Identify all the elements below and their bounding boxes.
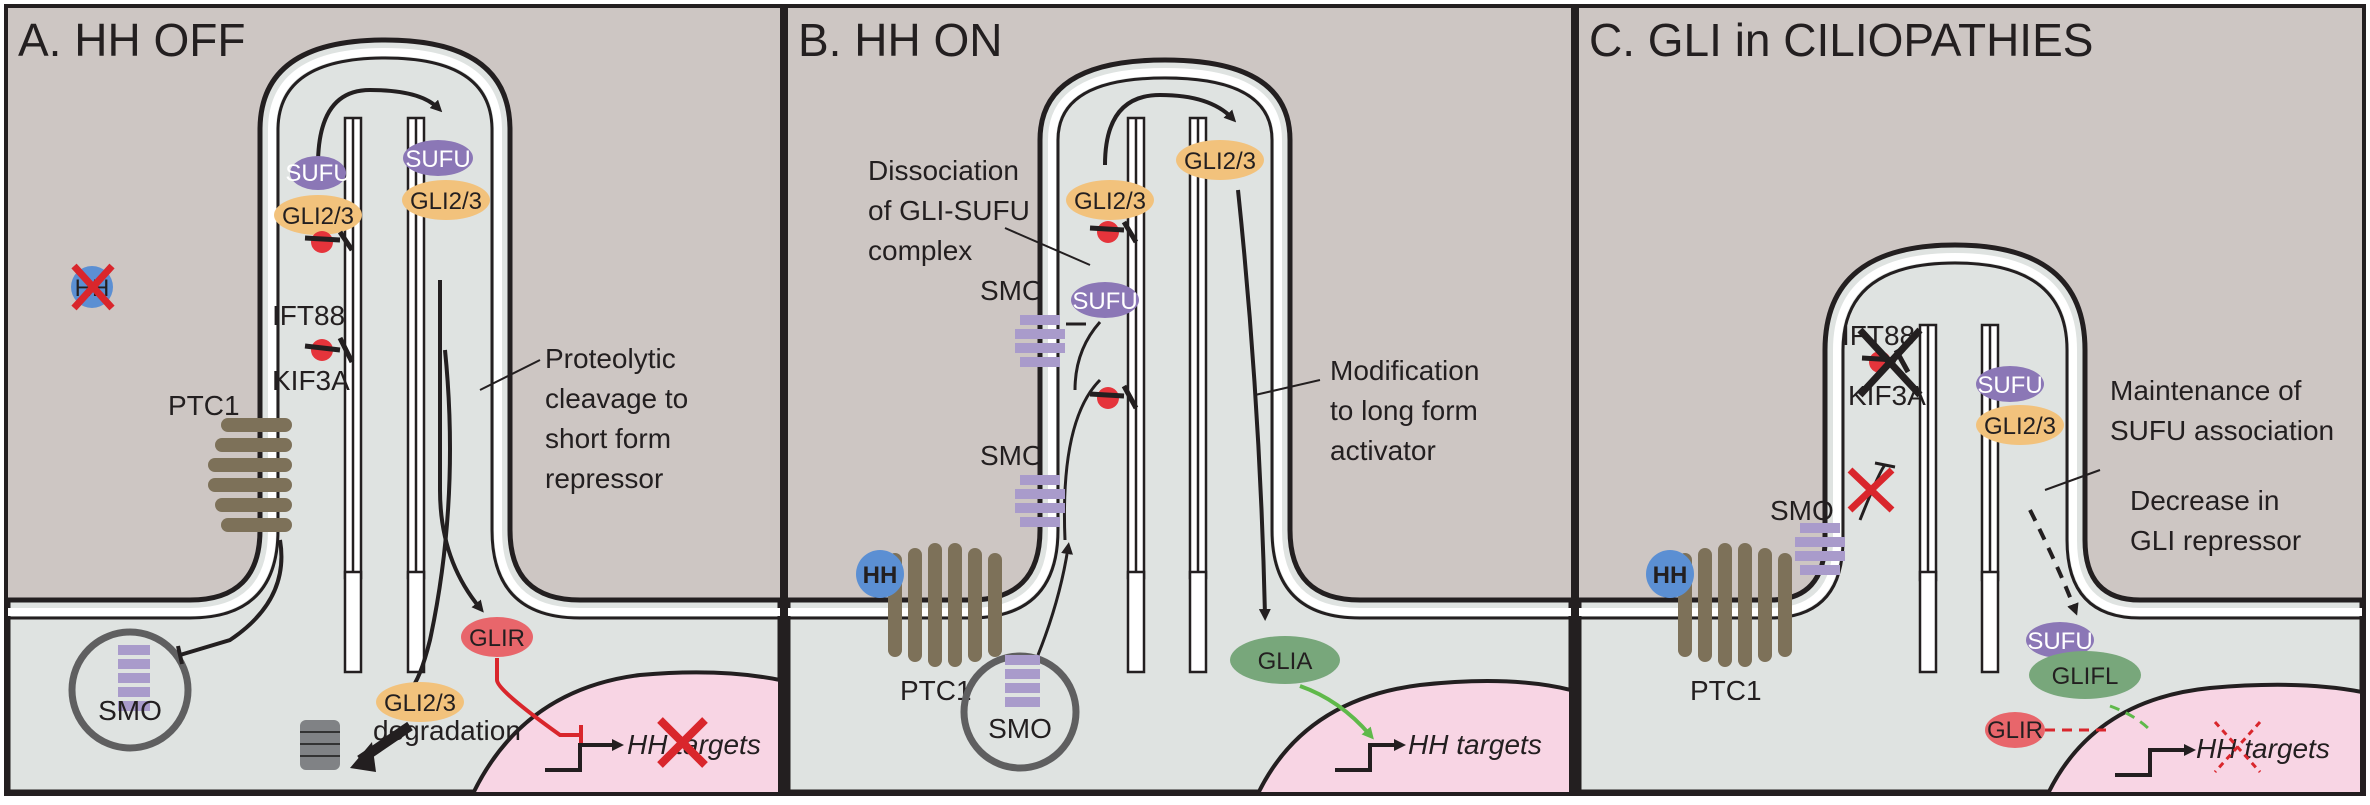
proteasome-a (300, 720, 340, 770)
cleavage-label: Proteolytic cleavage to short form repre… (545, 343, 696, 494)
svg-text:PTC1: PTC1 (900, 675, 972, 706)
glir-c (1985, 712, 2045, 748)
svg-text:HH targets: HH targets (2196, 733, 2330, 764)
svg-text:GLIA: GLIA (1258, 648, 1313, 675)
svg-text:GLI2/3: GLI2/3 (1184, 148, 1256, 175)
svg-text:SMO: SMO (98, 695, 162, 726)
hh-ligand-c (1646, 550, 1694, 598)
nucleus-c (2046, 682, 2362, 792)
gli-a1 (274, 195, 362, 235)
axoneme-b (1126, 116, 1208, 674)
panel-b-border (784, 4, 1575, 796)
svg-text:SMO: SMO (980, 440, 1044, 471)
modification-label: Modification to long form activator (1330, 355, 1487, 466)
svg-text:GLIR: GLIR (1987, 717, 2043, 744)
svg-text:GLI2/3: GLI2/3 (282, 203, 354, 230)
svg-text:SUFU: SUFU (285, 160, 350, 187)
svg-text:SUFU: SUFU (405, 146, 470, 173)
glir-a (461, 617, 533, 657)
svg-text:GLI2/3: GLI2/3 (1984, 413, 2056, 440)
gli-b1 (1066, 180, 1154, 220)
panel-a: SUFU GLI2/3 SUFU GLI2/3 IFT88 KIF3A Prot… (8, 8, 780, 792)
svg-text:HH: HH (1653, 562, 1688, 589)
panel-b-title: B. HH ON (798, 14, 1002, 66)
svg-text:GLIR: GLIR (469, 625, 525, 652)
svg-text:GLIFL: GLIFL (2052, 663, 2119, 690)
smo-vesicle-a (68, 628, 192, 752)
sufu-a1 (290, 156, 346, 190)
gli-deg-a (376, 682, 464, 722)
dissociation-label: Dissociation of GLI-SUFU complex (868, 155, 1038, 266)
svg-text:GLI2/3: GLI2/3 (410, 188, 482, 215)
svg-text:IFT88: IFT88 (272, 300, 345, 331)
nucleus-b (1256, 679, 1571, 792)
svg-text:SUFU: SUFU (1072, 288, 1137, 315)
cell-membrane-a (8, 37, 780, 792)
panel-c: IFT88 KIF3A SUFU GLI2/3 Maintenance of S… (1579, 8, 2362, 792)
smo-b-mid (1015, 475, 1065, 527)
axoneme-c (1918, 323, 2000, 674)
panel-c-border (1575, 4, 2366, 796)
smo-b-top (1015, 315, 1065, 367)
panel-a-title: A. HH OFF (18, 14, 245, 66)
sufu-c2 (2026, 622, 2094, 658)
smo-c (1795, 523, 1845, 575)
panel-b: GLI2/3 GLI2/3 SUFU SMO SMO Dissociation … (788, 8, 1571, 792)
svg-text:SMO: SMO (980, 275, 1044, 306)
svg-text:SUFU: SUFU (1977, 372, 2042, 399)
svg-text:PTC1: PTC1 (1690, 675, 1762, 706)
svg-text:HH targets: HH targets (1408, 729, 1542, 760)
gli-a2 (402, 180, 490, 220)
sufu-a2 (403, 140, 473, 176)
motor-a1 (311, 231, 333, 253)
glia-b (1230, 636, 1340, 684)
hh-ligand-b (856, 550, 904, 598)
svg-text:KIF3A: KIF3A (272, 365, 350, 396)
svg-text:SMO: SMO (988, 713, 1052, 744)
svg-text:GLI2/3: GLI2/3 (384, 690, 456, 717)
glifl-c (2029, 651, 2141, 699)
smo-b-vesicle (1005, 655, 1040, 707)
sufu-c1 (1976, 366, 2044, 402)
axoneme-a (343, 116, 426, 674)
gli-b2 (1176, 140, 1264, 180)
decrease-label: Decrease in GLI repressor (2130, 485, 2301, 556)
svg-text:HH: HH (863, 562, 898, 589)
ptc1-a (208, 418, 292, 532)
panel-a-border (4, 4, 784, 796)
svg-text:SUFU: SUFU (2027, 628, 2092, 655)
svg-text:PTC1: PTC1 (168, 390, 240, 421)
maintenance-label: Maintenance of SUFU association (2110, 375, 2334, 446)
panel-c-title: C. GLI in CILIOPATHIES (1589, 14, 2093, 66)
svg-text:SMO: SMO (1770, 495, 1834, 526)
svg-text:GLI2/3: GLI2/3 (1074, 188, 1146, 215)
sufu-b (1071, 282, 1139, 318)
smo-a (118, 645, 150, 711)
gli-c1 (1976, 405, 2064, 445)
